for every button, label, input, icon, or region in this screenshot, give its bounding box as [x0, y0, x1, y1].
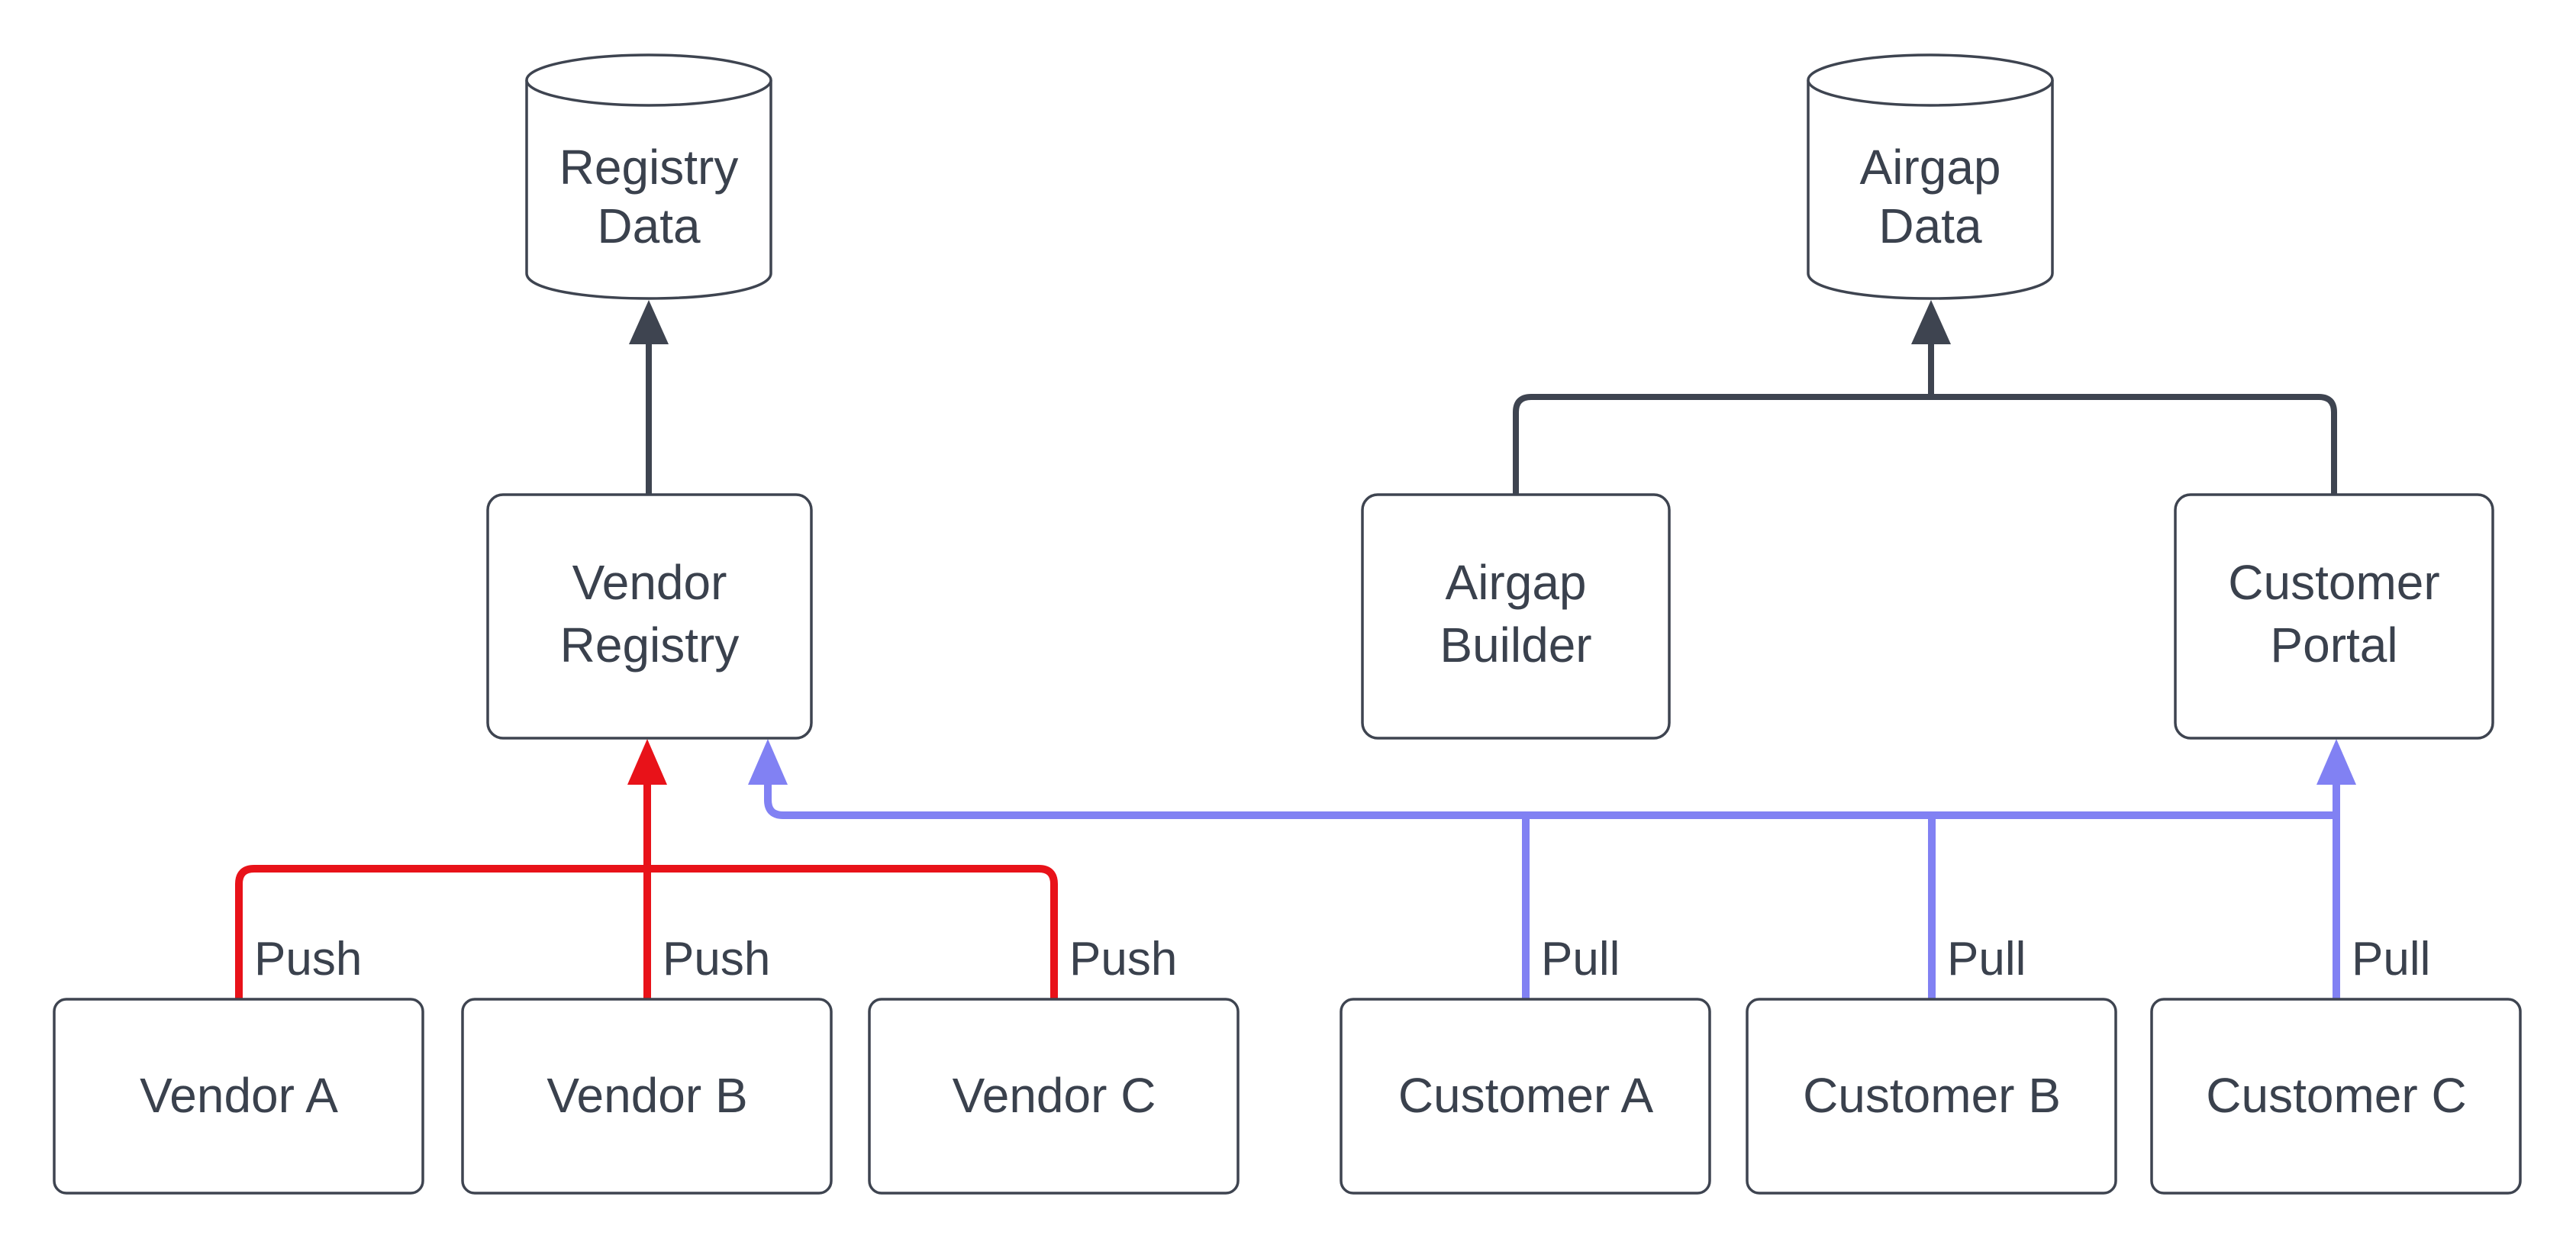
node-vendor-a: Vendor A — [53, 998, 424, 1195]
box — [2150, 998, 2522, 1195]
node-label: Customer C — [2206, 1068, 2466, 1123]
node-label: Vendor C — [953, 1068, 1156, 1123]
edge-label-pull-customer-a: Pull — [1541, 933, 1620, 985]
box — [53, 998, 424, 1195]
edge-push-bus — [235, 739, 1058, 1003]
box — [2174, 493, 2494, 740]
box — [1361, 493, 1671, 740]
edge-label-push-vendor-c: Push — [1069, 933, 1177, 985]
box — [461, 998, 833, 1195]
arrowhead-up-icon — [748, 739, 788, 785]
node-customer-c: Customer C — [2150, 998, 2522, 1195]
node-label: Customer B — [1803, 1068, 2061, 1123]
node-vendor-registry: Vendor Registry — [486, 493, 813, 740]
node-customer-b: Customer B — [1746, 998, 2117, 1195]
arrowhead-up-icon — [1911, 300, 1951, 344]
edge-vendor-registry-to-registry-data — [629, 300, 669, 498]
node-customer-portal: Customer Portal — [2174, 493, 2494, 740]
node-customer-a: Customer A — [1340, 998, 1711, 1195]
node-label: Customer A — [1398, 1068, 1654, 1123]
edge-label-push-vendor-a: Push — [254, 933, 362, 985]
node-registry-data: Registry Data — [525, 53, 772, 300]
box — [868, 998, 1240, 1195]
cylinder-body — [1807, 80, 2054, 300]
cylinder-top — [525, 53, 772, 107]
node-label: Airgap — [1446, 555, 1587, 610]
box — [486, 493, 813, 740]
box — [1340, 998, 1711, 1195]
edge-pull-bus — [748, 739, 2356, 1003]
arrowhead-up-icon — [627, 739, 667, 785]
cylinder-top — [1807, 53, 2054, 107]
edge-label-pull-customer-b: Pull — [1947, 933, 2026, 985]
node-label: Vendor B — [546, 1068, 747, 1123]
arrowhead-up-icon — [2316, 739, 2356, 785]
node-vendor-c: Vendor C — [868, 998, 1240, 1195]
node-label: Portal — [2270, 618, 2397, 673]
node-label: Registry — [560, 618, 740, 673]
node-label: Vendor — [572, 555, 727, 610]
node-vendor-b: Vendor B — [461, 998, 833, 1195]
edge-label-push-vendor-b: Push — [663, 933, 770, 985]
edge-line — [764, 776, 2340, 819]
arrowhead-up-icon — [629, 300, 669, 344]
edge-builder-portal-to-airgap-data — [1513, 300, 2337, 498]
node-airgap-builder: Airgap Builder — [1361, 493, 1671, 740]
node-label: Registry — [559, 140, 739, 195]
node-airgap-data: Airgap Data — [1807, 53, 2054, 300]
node-label: Data — [597, 198, 701, 253]
node-label: Airgap — [1860, 140, 2001, 195]
edge-label-pull-customer-c: Pull — [2352, 933, 2430, 985]
cylinder-body — [525, 80, 772, 300]
node-label: Data — [1878, 198, 1982, 253]
node-label: Builder — [1440, 618, 1591, 673]
node-label: Customer — [2228, 555, 2439, 610]
box — [1746, 998, 2117, 1195]
node-label: Vendor A — [140, 1068, 338, 1123]
edge-line — [1513, 394, 2337, 498]
